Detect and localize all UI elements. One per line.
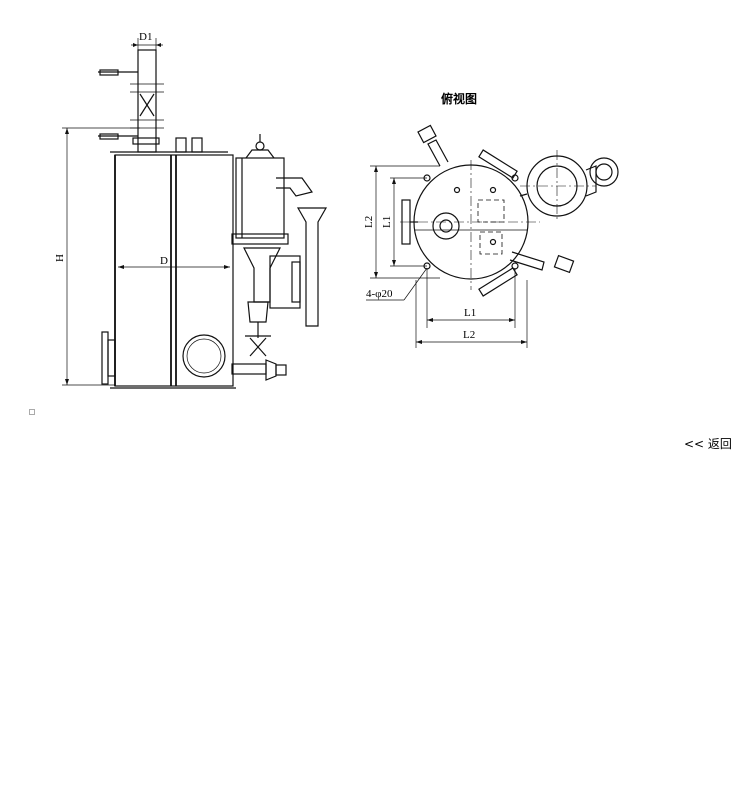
manhole: [182, 334, 226, 378]
label-l1-horizontal: L1: [464, 307, 476, 319]
label-l2-horizontal: L2: [463, 329, 475, 341]
equipment-drawing: D D1 H: [54, 31, 619, 389]
top-pipe: [137, 49, 157, 153]
top-view-title: 俯视图: [441, 91, 477, 106]
funnel: [296, 207, 328, 327]
label-d: D: [160, 255, 168, 267]
filter-housing: [235, 157, 285, 239]
label-l1-vertical: L1: [381, 216, 393, 228]
small-square-marker: [29, 409, 35, 415]
label-l2-vertical: L2: [363, 216, 375, 228]
back-link[interactable]: << 返回: [684, 437, 732, 451]
label-h: H: [54, 254, 66, 262]
tank-body: [114, 154, 234, 387]
label-holes: 4-φ20: [366, 288, 393, 300]
label-d1: D1: [139, 31, 152, 43]
side-view: D D1 H: [54, 31, 328, 389]
top-view: 俯视图: [363, 91, 619, 348]
